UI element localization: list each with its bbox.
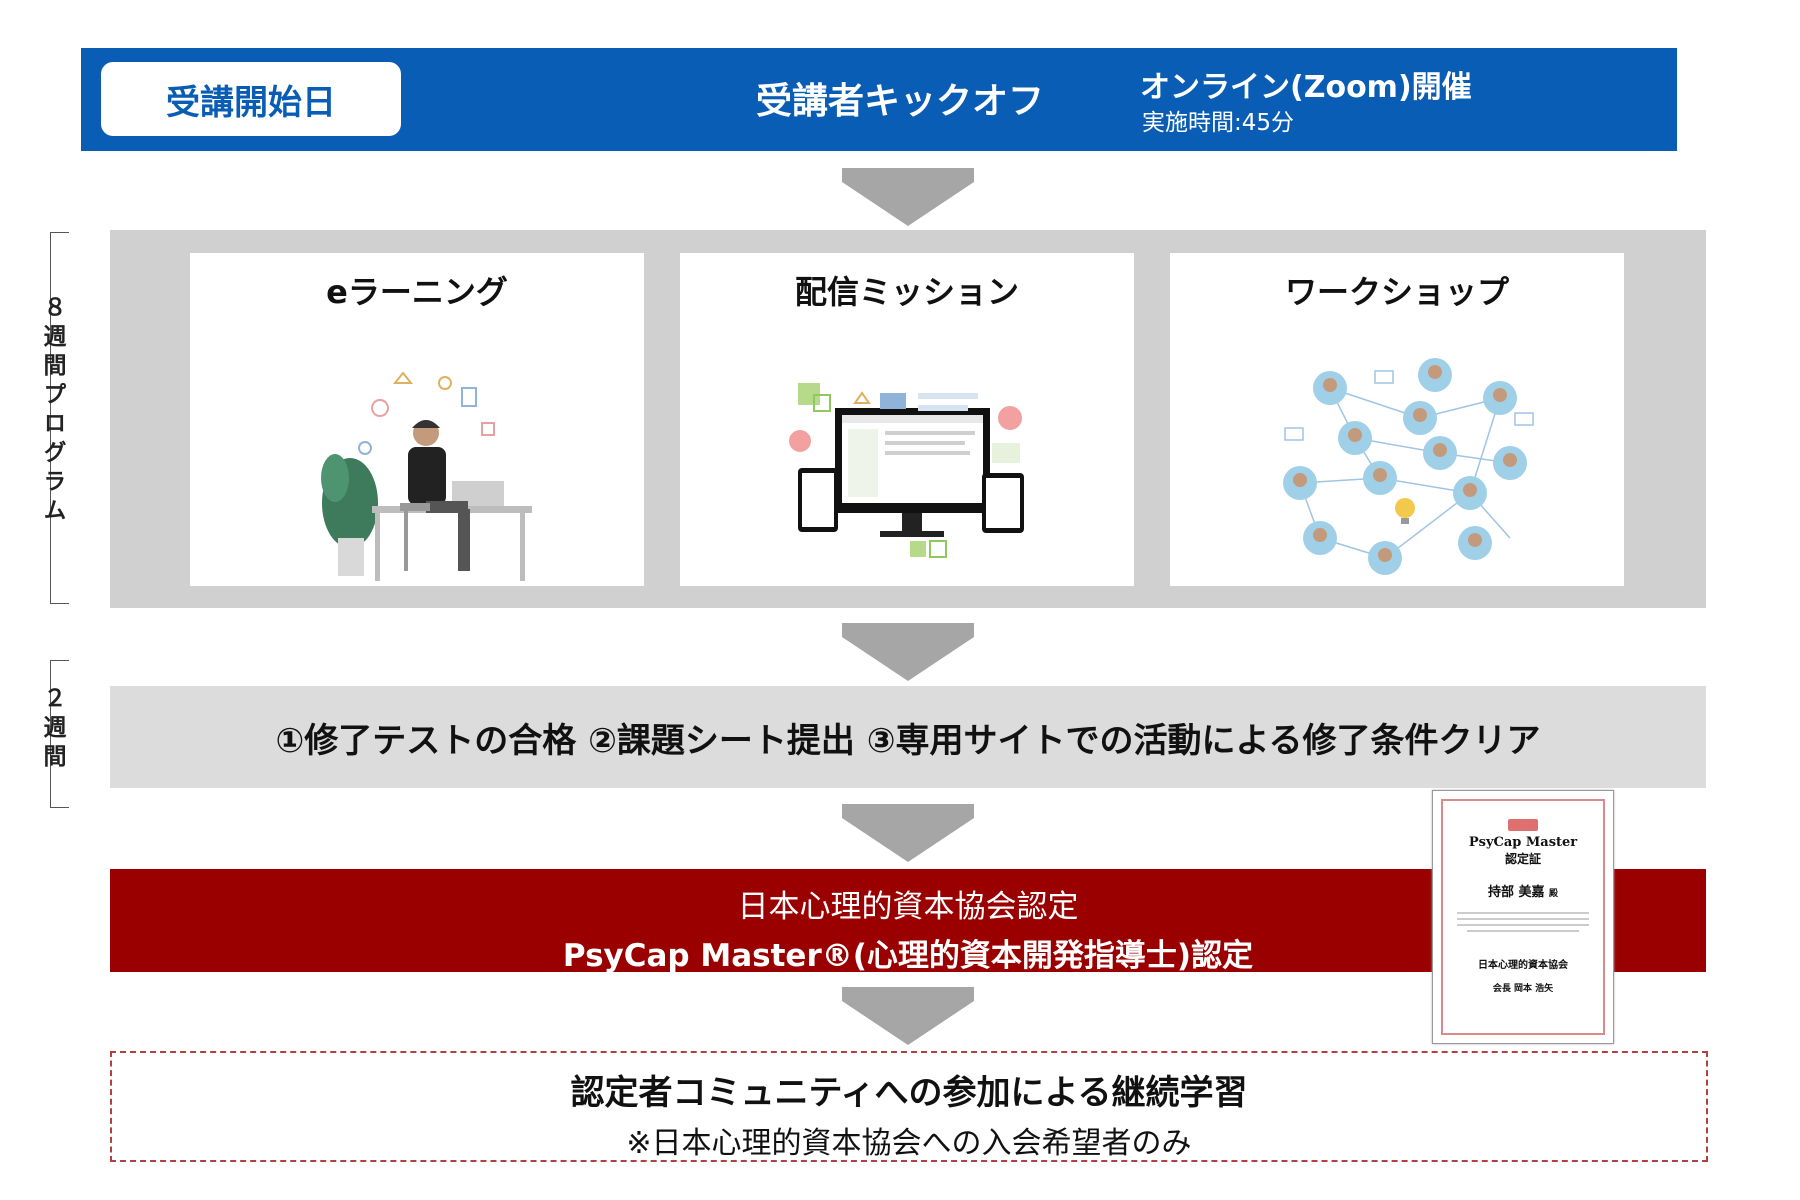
signer-name: 岡本 浩矢 bbox=[1514, 984, 1554, 994]
kickoff-title: 受講者キックオフ bbox=[755, 81, 1044, 122]
start-date-label: 受講開始日 bbox=[101, 62, 401, 136]
arrow-down-icon bbox=[842, 168, 974, 226]
community-box: 認定者コミュニティへの参加による継続学習 ※日本心理的資本協会への入会希望者のみ bbox=[110, 1051, 1708, 1162]
community-note: ※日本心理的資本協会への入会希望者のみ bbox=[626, 1126, 1192, 1161]
arrow-down-icon bbox=[842, 987, 974, 1045]
monitor-illustration bbox=[789, 383, 1024, 558]
completion-bracket bbox=[50, 660, 69, 808]
elearning-illustration bbox=[321, 371, 532, 581]
certificate-image: PsyCap Master 認定証 持部 美嘉 殿 日本心理的資本協会 会長 岡… bbox=[1432, 790, 1614, 1044]
program-duration-label: ８週間プログラム bbox=[39, 295, 65, 527]
completion-duration-label: ２週間 bbox=[39, 686, 65, 773]
completion-conditions: ①修了テストの合格 ②課題シート提出 ③専用サイトでの活動による修了条件クリア bbox=[110, 686, 1706, 788]
program-bracket bbox=[50, 232, 69, 604]
elearning-title: eラーニング bbox=[326, 273, 508, 311]
honorific: 殿 bbox=[1549, 889, 1559, 899]
certificate-org: 日本心理的資本協会 bbox=[1478, 960, 1568, 971]
arrow-down-icon bbox=[842, 623, 974, 681]
online-title: オンライン(Zoom)開催 bbox=[1140, 70, 1472, 105]
arrow-down-icon bbox=[842, 804, 974, 862]
signer-role: 会長 bbox=[1492, 984, 1511, 994]
certificate-recipient: 持部 美嘉 殿 bbox=[1443, 881, 1603, 900]
network-illustration bbox=[1283, 358, 1534, 575]
community-title: 認定者コミュニティへの参加による継続学習 bbox=[570, 1073, 1248, 1113]
mission-card: 配信ミッション bbox=[680, 253, 1134, 586]
duration-text: 実施時間:45分 bbox=[1142, 110, 1295, 136]
certification-title: PsyCap Master®(心理的資本開発指導士)認定 bbox=[562, 938, 1254, 974]
badge-icon bbox=[1508, 819, 1538, 831]
workshop-card: ワークショップ bbox=[1170, 253, 1624, 586]
certificate-signer: 会長 岡本 浩矢 bbox=[1443, 981, 1603, 994]
certificate-title: PsyCap Master bbox=[1468, 835, 1578, 850]
elearning-card: eラーニング bbox=[190, 253, 644, 586]
workshop-title: ワークショップ bbox=[1284, 273, 1509, 311]
certification-org: 日本心理的資本協会認定 bbox=[737, 889, 1079, 925]
certificate-body bbox=[1457, 912, 1589, 932]
certificate-subtitle: 認定証 bbox=[1504, 852, 1541, 866]
recipient-name: 持部 美嘉 bbox=[1487, 885, 1545, 900]
mission-title: 配信ミッション bbox=[794, 273, 1019, 311]
